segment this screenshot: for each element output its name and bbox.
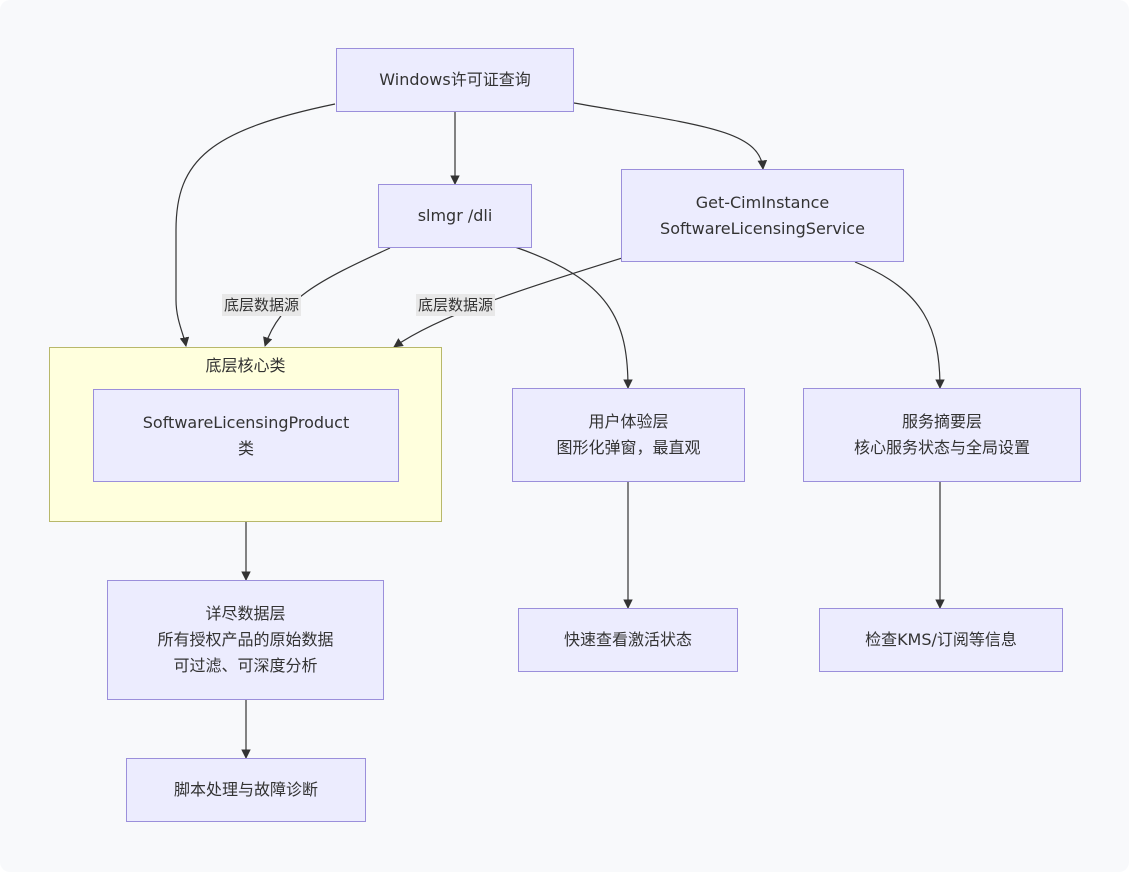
node-label-line2: 图形化弹窗，最直观 — [556, 438, 701, 457]
node-software-licensing-product: SoftwareLicensingProduct 类 — [93, 389, 399, 482]
node-label: Windows许可证查询 — [379, 70, 531, 89]
node-label-line1: Get-CimInstance — [695, 192, 830, 212]
node-label-line2: 类 — [237, 438, 254, 458]
node-script-troubleshooting: 脚本处理与故障诊断 — [126, 758, 366, 822]
node-get-ciminstance: Get-CimInstance SoftwareLicensingService — [621, 169, 904, 262]
edge-label-data-source-right: 底层数据源 — [416, 294, 496, 316]
cluster-title: 底层核心类 — [205, 356, 286, 375]
edge-query-to-cim — [573, 102, 768, 170]
node-detailed-data-layer: 详尽数据层 所有授权产品的原始数据 可过滤、可深度分析 — [107, 580, 384, 700]
node-windows-license-query: Windows许可证查询 — [336, 48, 574, 112]
node-label-line3: 可过滤、可深度分析 — [173, 656, 318, 675]
node-slmgr-dli: slmgr /dli — [378, 184, 532, 248]
node-label-line1: SoftwareLicensingProduct — [142, 412, 350, 432]
node-user-experience-layer: 用户体验层 图形化弹窗，最直观 — [512, 388, 745, 482]
node-label: 脚本处理与故障诊断 — [173, 780, 318, 799]
node-label-line1: 服务摘要层 — [901, 412, 982, 431]
node-label-line2: 核心服务状态与全局设置 — [853, 438, 1030, 457]
node-service-summary-layer: 服务摘要层 核心服务状态与全局设置 — [803, 388, 1081, 482]
edge-slmgr-to-user — [514, 246, 633, 389]
node-quick-activation-status: 快速查看激活状态 — [518, 608, 738, 672]
node-label: 检查KMS/订阅等信息 — [865, 630, 1017, 649]
node-check-kms-subscription: 检查KMS/订阅等信息 — [819, 608, 1063, 672]
node-label-line2: SoftwareLicensingService — [660, 218, 865, 238]
node-label-line2: 所有授权产品的原始数据 — [157, 630, 334, 649]
node-label-line1: 详尽数据层 — [205, 604, 286, 623]
node-label: 快速查看激活状态 — [563, 630, 692, 649]
node-label-line1: 用户体验层 — [588, 412, 669, 431]
edge-slmgr-to-cluster — [263, 247, 391, 347]
edge-cim-to-service — [854, 261, 945, 389]
node-label: slmgr /dli — [417, 206, 493, 225]
edge-query-to-cluster — [175, 103, 336, 347]
edge-label-data-source-left: 底层数据源 — [222, 294, 302, 316]
